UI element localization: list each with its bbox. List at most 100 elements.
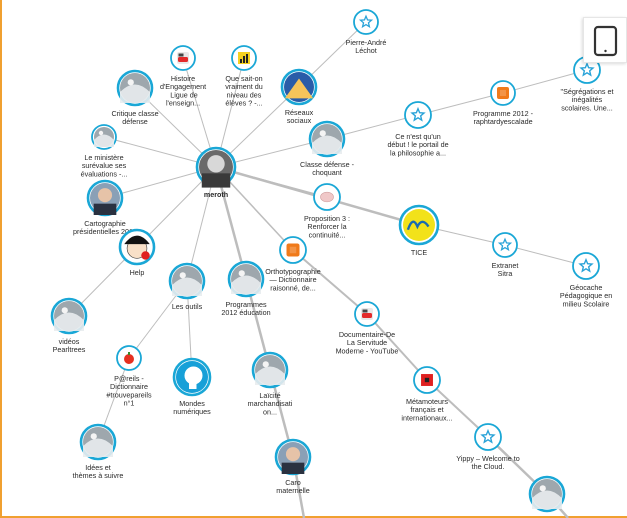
edge-cenest-programme2012 bbox=[417, 92, 504, 116]
edge-orthotypo-documentaire bbox=[292, 249, 368, 315]
node-programme2012[interactable]: Programme 2012 -raphtardyescalade bbox=[473, 80, 534, 126]
node-label-line: TICE bbox=[411, 248, 428, 257]
node-meroth[interactable]: meroth bbox=[195, 146, 237, 199]
photo-thumb bbox=[255, 355, 285, 385]
node-label-line: Critique classe bbox=[111, 109, 158, 118]
user-photo bbox=[199, 150, 233, 188]
photo-thumb bbox=[54, 301, 84, 331]
brain-icon bbox=[320, 191, 334, 203]
star-icon bbox=[579, 61, 595, 77]
node-label-line: inégalités bbox=[572, 95, 603, 104]
node-label-line: Laïcité bbox=[259, 391, 280, 400]
node-ring bbox=[572, 252, 600, 280]
node-ring bbox=[492, 232, 518, 258]
star-icon bbox=[497, 237, 513, 252]
node-label-line: Caro bbox=[285, 478, 301, 487]
rss-icon bbox=[497, 87, 509, 99]
red-square-icon bbox=[421, 374, 433, 386]
node-label-line: Ce n'est qu'un bbox=[395, 132, 441, 141]
node-label-line: Ligue de bbox=[168, 90, 198, 99]
node-label-line: Le ministère bbox=[84, 153, 123, 162]
node-label-line: Extranet bbox=[492, 261, 519, 270]
node-tice[interactable]: TICE bbox=[398, 204, 440, 257]
node-label-line: Géocache bbox=[570, 283, 603, 292]
tablet-icon bbox=[593, 25, 618, 57]
node-label-line: the Cloud. bbox=[472, 462, 505, 471]
node-label-line: d'Engagement bbox=[160, 82, 206, 91]
node-bottomright[interactable] bbox=[528, 475, 566, 513]
node-label-line: surévalue ses bbox=[82, 161, 127, 170]
youtube-icon bbox=[177, 52, 189, 64]
node-ring bbox=[404, 101, 432, 129]
node-label-line: internationaux... bbox=[401, 413, 452, 422]
node-label: TICE bbox=[411, 248, 428, 257]
star-icon bbox=[410, 106, 426, 122]
node-label-line: 2012 éducation bbox=[221, 308, 270, 317]
node-label-line: choquant bbox=[312, 168, 342, 177]
node-label-line: vraiment du bbox=[225, 82, 263, 91]
photo-thumb bbox=[120, 73, 150, 103]
node-label: meroth bbox=[204, 190, 228, 199]
star-icon bbox=[358, 14, 374, 29]
web-icon bbox=[284, 72, 314, 102]
photo-thumb bbox=[83, 427, 113, 457]
person-photo bbox=[278, 442, 308, 474]
node-label-line: continuité... bbox=[309, 230, 346, 239]
node-classe[interactable]: Classe défense -choquant bbox=[300, 120, 355, 177]
star-icon bbox=[578, 257, 594, 273]
photo-thumb bbox=[231, 264, 261, 294]
node-help[interactable]: Help bbox=[118, 228, 156, 277]
node-label-line: l'enseign... bbox=[166, 99, 200, 108]
youtube-icon bbox=[361, 308, 373, 320]
node-label: Classe défense -choquant bbox=[300, 160, 355, 177]
tomato-icon bbox=[124, 352, 134, 364]
node-label-line: vidéos bbox=[59, 337, 80, 346]
node-label-line: Yippy – Welcome to bbox=[456, 454, 520, 463]
photo-thumb bbox=[532, 479, 562, 509]
node-label-line: milieu Scolaire bbox=[563, 299, 610, 308]
tablet-view-button[interactable] bbox=[583, 17, 627, 63]
node-label-line: numériques bbox=[173, 407, 211, 416]
node-label-line: La Servitude bbox=[347, 338, 387, 347]
node-lesoutils[interactable]: Les outils bbox=[168, 262, 206, 311]
